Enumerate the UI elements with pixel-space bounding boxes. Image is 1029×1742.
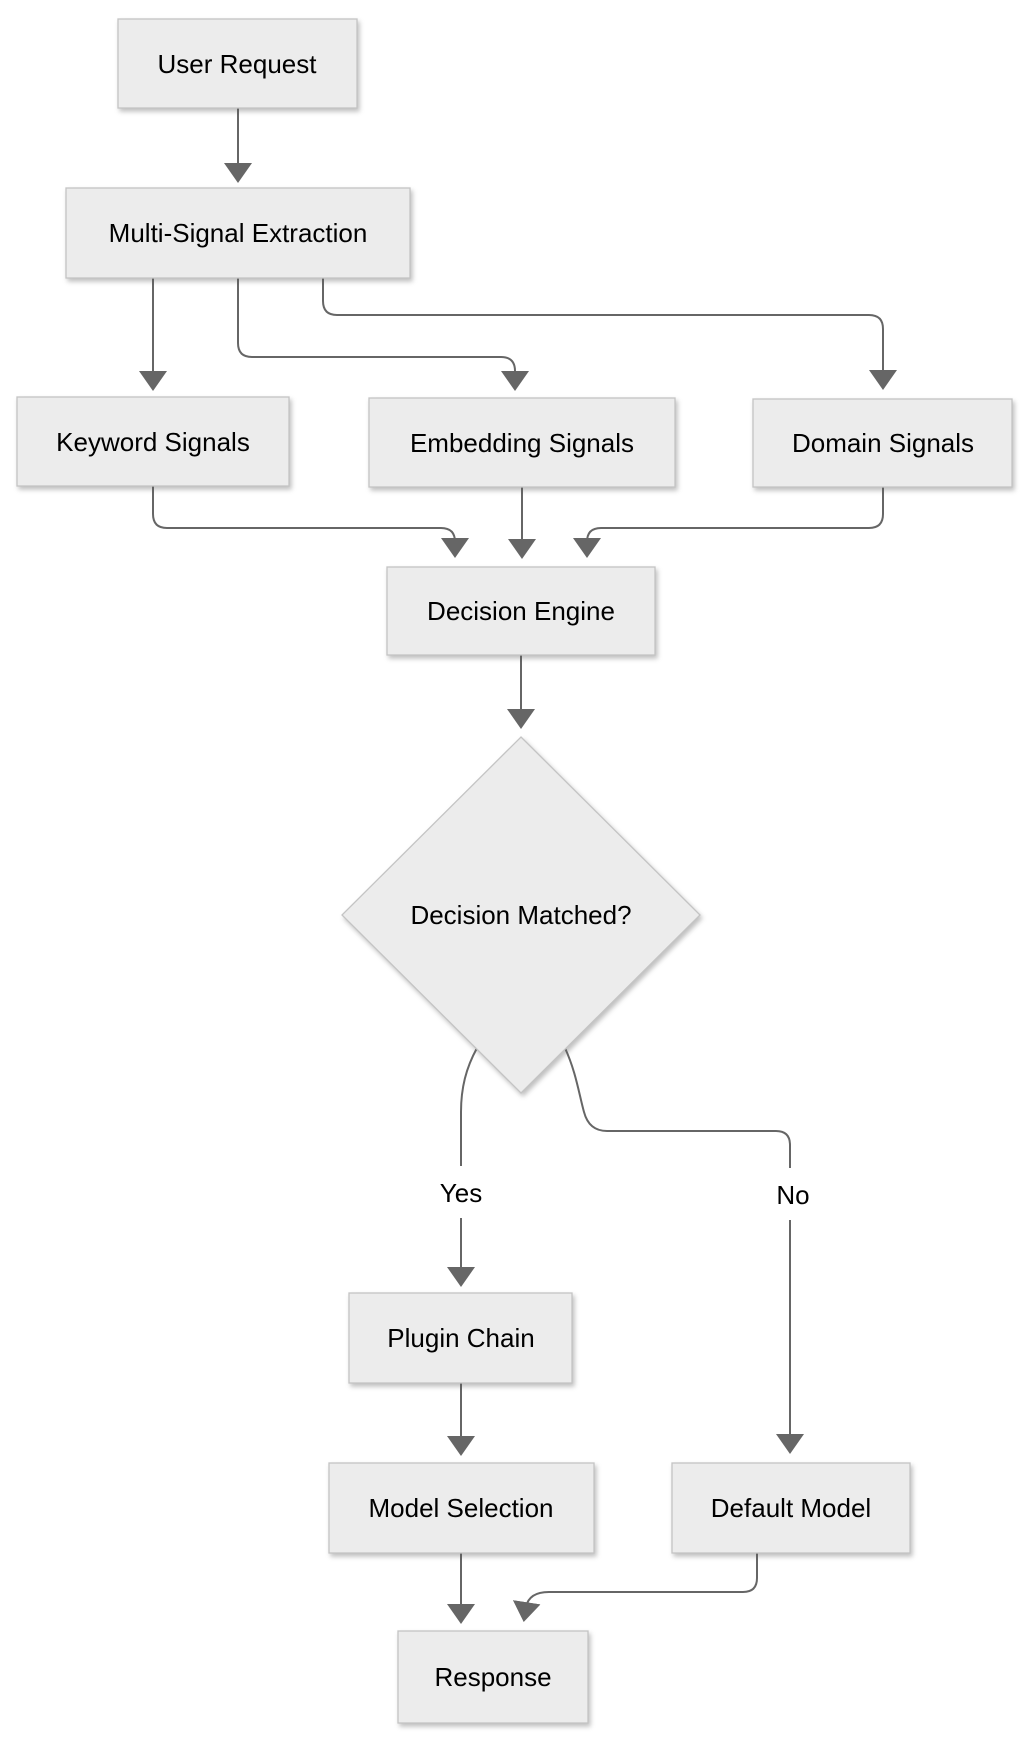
node-user-request-box xyxy=(117,18,358,109)
node-embedding-signals: Embedding Signals xyxy=(368,397,676,488)
node-multi-signal-extraction: Multi-Signal Extraction xyxy=(65,187,411,279)
edge-label-yes: Yes xyxy=(427,1166,495,1218)
node-user-request-label: User Request xyxy=(158,49,318,79)
node-plugin-chain: Plugin Chain xyxy=(348,1292,573,1384)
node-response-box xyxy=(397,1630,589,1724)
node-domain-signals-label: Domain Signals xyxy=(792,428,974,458)
edge-label-yes-text: Yes xyxy=(440,1178,482,1208)
node-default-model: Default Model xyxy=(671,1462,911,1554)
edge-multi-signal-extraction-to-embedding-signals xyxy=(237,278,529,391)
edge-decision-matched-to-plugin-chain xyxy=(447,1047,478,1287)
edge-multi-signal-extraction-to-domain-signals xyxy=(322,278,897,390)
node-domain-signals: Domain Signals xyxy=(752,398,1013,488)
node-model-selection-box xyxy=(328,1462,595,1554)
edge-group xyxy=(139,108,897,1624)
edge-label-yes-bg xyxy=(427,1166,495,1218)
node-decision-matched: Decision Matched? xyxy=(341,736,701,1094)
node-decision-engine: Decision Engine xyxy=(386,566,656,656)
edge-domain-signals-to-decision-engine xyxy=(573,487,884,558)
node-model-selection-label: Model Selection xyxy=(369,1493,554,1523)
edge-label-no: No xyxy=(762,1168,824,1220)
node-decision-matched-diamond xyxy=(341,736,701,1094)
node-default-model-box xyxy=(671,1462,911,1554)
edge-default-model-to-response xyxy=(512,1553,758,1622)
node-embedding-signals-box xyxy=(368,397,676,488)
edge-decision-matched-to-default-model xyxy=(564,1047,804,1454)
node-response-label: Response xyxy=(434,1662,551,1692)
node-model-selection: Model Selection xyxy=(328,1462,595,1554)
node-decision-engine-label: Decision Engine xyxy=(427,596,615,626)
node-default-model-label: Default Model xyxy=(711,1493,871,1523)
edge-label-no-text: No xyxy=(776,1180,809,1210)
node-multi-signal-extraction-box xyxy=(65,187,411,279)
edge-keyword-signals-to-decision-engine xyxy=(152,486,469,558)
node-decision-matched-label: Decision Matched? xyxy=(410,900,631,930)
node-keyword-signals: Keyword Signals xyxy=(16,396,290,487)
node-embedding-signals-label: Embedding Signals xyxy=(410,428,634,458)
node-user-request: User Request xyxy=(117,18,358,109)
node-decision-engine-box xyxy=(386,566,656,656)
node-plugin-chain-box xyxy=(348,1292,573,1384)
node-plugin-chain-label: Plugin Chain xyxy=(387,1323,534,1353)
edge-label-no-bg xyxy=(762,1168,824,1220)
node-keyword-signals-label: Keyword Signals xyxy=(56,427,250,457)
node-multi-signal-extraction-label: Multi-Signal Extraction xyxy=(109,218,368,248)
node-keyword-signals-box xyxy=(16,396,290,487)
node-response: Response xyxy=(397,1630,589,1724)
node-domain-signals-box xyxy=(752,398,1013,488)
